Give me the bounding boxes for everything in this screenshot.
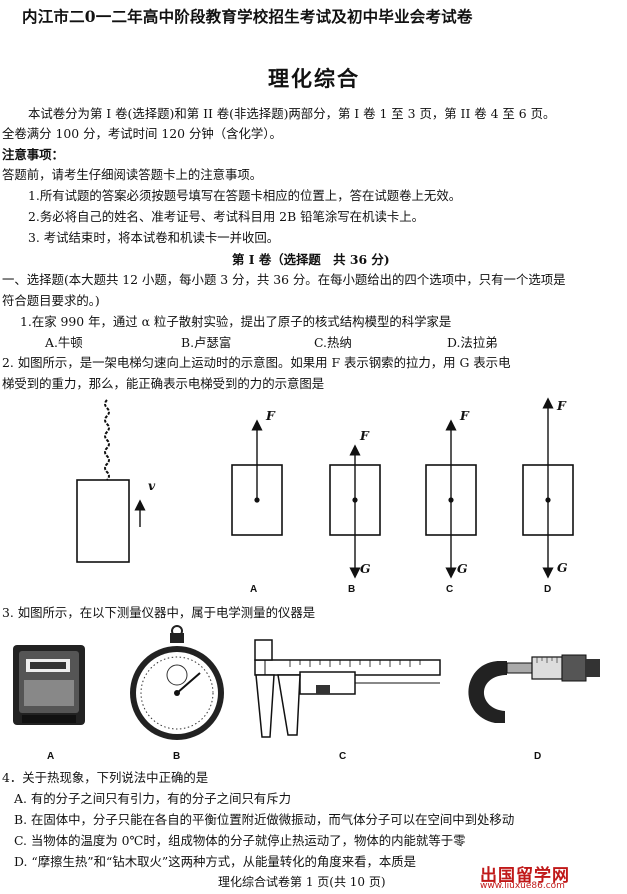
force-label-b: F — [360, 428, 369, 443]
q1-option-c: C.热纳 — [314, 335, 352, 350]
q4-option-c: C. 当物体的温度为 0℃时，组成物体的分子就停止热运动了，物体的内能就等于零 — [14, 833, 466, 848]
vernier-caliper-icon — [254, 639, 441, 738]
force-label-d: F — [557, 398, 566, 413]
option-b-diagram — [329, 444, 381, 579]
exam-header: 内江市二0一二年高中阶段教育学校招生考试及初中毕业会考试卷 — [22, 7, 473, 26]
notice-heading: 注意事项： — [2, 147, 64, 162]
q2-label-a: A — [250, 584, 258, 595]
q4-option-b: B. 在固体中，分子只能在各自的平衡位置附近做微振动，而气体分子可以在空间中到处… — [14, 812, 515, 827]
gravity-label-c: G — [457, 561, 468, 576]
q3-figure — [13, 625, 600, 740]
q3-label-b: B — [173, 751, 181, 762]
section-heading-1: 一、选择题(本大题共 12 小题，每小题 3 分，共 36 分。在每小题给出的四… — [2, 272, 566, 287]
page-footer: 理化综合试卷第 1 页(共 10 页) — [218, 875, 386, 889]
page-title: 理化综合 — [268, 66, 360, 91]
q2-label-c: C — [446, 584, 454, 595]
notice-line-1: 答题前，请考生仔细阅读答题卡上的注意事项。 — [2, 167, 263, 182]
q2-label-d: D — [544, 584, 552, 595]
watermark-title: 出国留学网 — [480, 866, 570, 886]
notice-line-3: 2.务必将自己的姓名、准考证号、考试科目用 2B 铅笔涂写在机读卡上。 — [28, 209, 425, 224]
velocity-label: v — [148, 478, 156, 493]
q2-figure — [76, 397, 574, 579]
force-label-a: F — [266, 408, 275, 423]
option-a-diagram — [231, 419, 283, 536]
intro-line-2: 全卷满分 100 分，考试时间 120 分钟（含化学）。 — [2, 126, 282, 141]
q3-label-d: D — [534, 751, 542, 762]
intro-line-1: 本试卷分为第 I 卷(选择题)和第 II 卷(非选择题)两部分，第 I 卷 1 … — [28, 106, 556, 121]
q3-label-a: A — [47, 751, 55, 762]
q4-option-d: D. “摩擦生热”和“钻木取火”这两种方式，从能量转化的角度来看，本质是 — [14, 854, 417, 869]
q1-option-a: A.牛顿 — [45, 335, 83, 350]
stopwatch-icon — [130, 625, 224, 740]
q2-text-1: 2. 如图所示，是一架电梯匀速向上运动时的示意图。如果用 F 表示钢索的拉力，用… — [2, 355, 511, 370]
watermark-url: www.liuxue86.com — [480, 881, 565, 891]
option-d-diagram — [522, 397, 574, 579]
q1-text: 1.在家 990 年，通过 α 粒子散射实验，提出了原子的核式结构模型的科学家是 — [20, 314, 452, 329]
elevator-with-chain — [76, 399, 146, 563]
option-c-diagram — [425, 419, 477, 579]
electric-meter-icon — [13, 645, 85, 725]
q3-label-c: C — [339, 751, 347, 762]
notice-line-4: 3. 考试结束时，将本试卷和机读卡一并收回。 — [28, 230, 280, 245]
q2-label-b: B — [348, 584, 356, 595]
q4-option-a: A. 有的分子之间只有引力，有的分子之间只有斥力 — [14, 791, 292, 806]
q3-text: 3. 如图所示，在以下测量仪器中，属于电学测量的仪器是 — [2, 605, 316, 620]
q1-option-d: D.法拉弟 — [447, 335, 498, 350]
force-label-c: F — [460, 408, 469, 423]
gravity-label-d: G — [557, 560, 568, 575]
micrometer-icon — [468, 654, 600, 723]
watermark-logo: 出国留学网 www.liuxue86.com — [476, 860, 627, 894]
section-heading-2: 符合题目要求的。) — [2, 293, 100, 308]
notice-line-2: 1.所有试题的答案必须按题号填写在答题卡相应的位置上，答在试题卷上无效。 — [28, 188, 462, 203]
q1-option-b: B.卢瑟富 — [181, 335, 232, 350]
gravity-label-b: G — [360, 561, 371, 576]
q2-text-2: 梯受到的重力，那么，能正确表示电梯受到的力的示意图是 — [2, 376, 325, 391]
q4-text: 4．关于热现象，下列说法中正确的是 — [2, 770, 209, 785]
part1-heading: 第 I 卷（选择题 共 36 分) — [232, 252, 390, 267]
